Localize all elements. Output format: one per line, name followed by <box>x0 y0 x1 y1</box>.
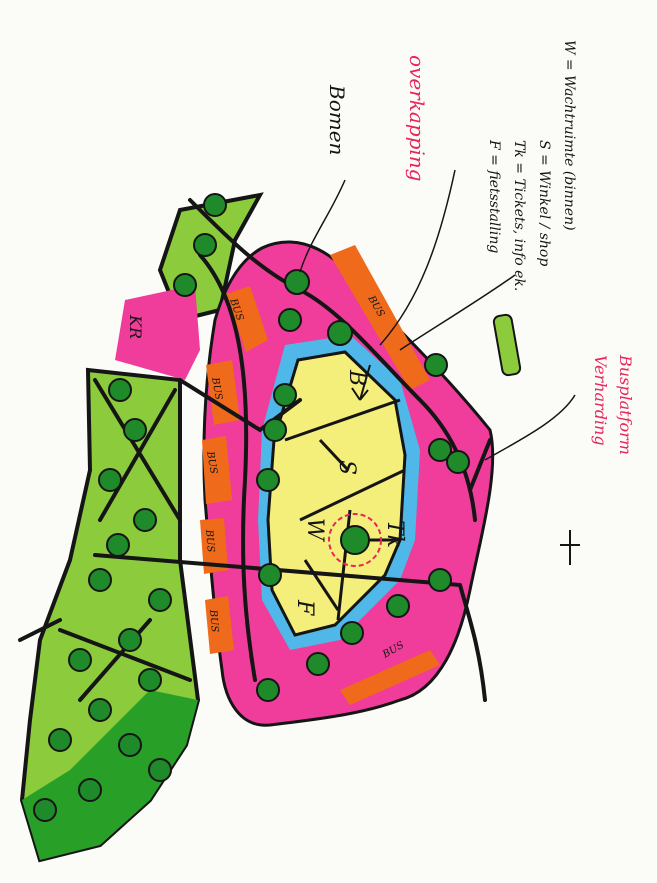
tree <box>285 270 309 294</box>
tree <box>119 734 141 756</box>
tree <box>79 779 101 801</box>
tree <box>387 595 409 617</box>
tk-zone-label: Tk <box>382 520 407 548</box>
f-zone-label: F <box>292 599 317 616</box>
tree <box>107 534 129 556</box>
tree <box>279 309 301 331</box>
tree <box>274 384 296 406</box>
w-zone-label: W <box>302 518 327 543</box>
legend-item: S = Winkel / shop <box>536 140 552 266</box>
legend-item: Tk = Tickets, info ek. <box>511 140 527 291</box>
tree <box>328 321 352 345</box>
overkapping-label: overkapping <box>405 55 429 181</box>
tree <box>307 653 329 675</box>
tree <box>99 469 121 491</box>
tree <box>139 669 161 691</box>
verharding-label: Verharding <box>591 355 610 446</box>
tree <box>257 469 279 491</box>
tree <box>264 419 286 441</box>
tree <box>425 354 447 376</box>
tree <box>109 379 131 401</box>
kr-label: KR <box>126 314 145 339</box>
tree <box>341 622 363 644</box>
tree <box>204 194 226 216</box>
tree <box>429 569 451 591</box>
tree <box>119 629 141 651</box>
tree <box>89 699 111 721</box>
tree <box>174 274 196 296</box>
tree <box>134 509 156 531</box>
tree <box>341 526 369 554</box>
tree <box>194 234 216 256</box>
s-zone-label: S <box>334 460 359 475</box>
north-mark <box>560 530 580 565</box>
tree <box>149 759 171 781</box>
legend-item: F = fietsstalling <box>486 139 502 253</box>
tree <box>69 649 91 671</box>
bus-label: BUS <box>203 528 216 553</box>
tree <box>259 564 281 586</box>
legend-item: W = Wachtruimte (binnen) <box>561 40 577 231</box>
bomen-label: Bomen <box>325 84 349 155</box>
tree <box>124 419 146 441</box>
bus-label: BUS <box>207 608 220 633</box>
tree <box>257 679 279 701</box>
tree <box>34 799 56 821</box>
tree <box>447 451 469 473</box>
b-zone-label: B <box>344 369 369 386</box>
tree <box>89 569 111 591</box>
busplatform-label: Busplatform <box>616 354 635 455</box>
tree <box>149 589 171 611</box>
tree <box>49 729 71 751</box>
legend: F = fietsstalling Tk = Tickets, info ek.… <box>486 40 577 291</box>
bus-platform <box>493 314 521 376</box>
